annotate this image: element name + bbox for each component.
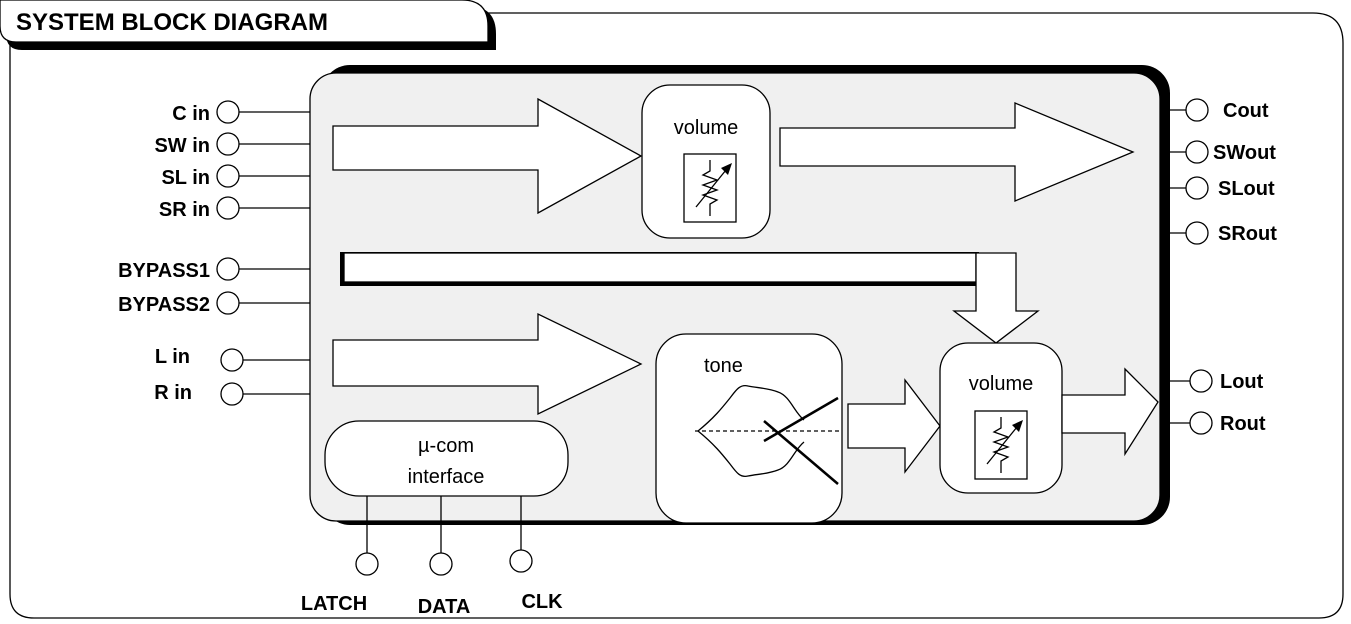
tone-block [655, 333, 843, 524]
label-swout: SWout [1213, 142, 1276, 164]
label-lout: Lout [1220, 371, 1264, 393]
outer-frame [9, 12, 1344, 619]
arrow-bypass-down [952, 252, 1040, 344]
label-data: DATA [418, 596, 471, 618]
pin-slout [1185, 176, 1209, 200]
pin-clk [509, 549, 533, 573]
volume-label-top: volume [674, 117, 738, 139]
label-l-in: L in [155, 346, 190, 368]
diagram-title: SYSTEM BLOCK DIAGRAM [16, 9, 328, 36]
pin-sl-in [216, 164, 240, 188]
tone-curve-icon [695, 384, 842, 485]
label-bypass1: BYPASS1 [118, 260, 210, 282]
label-latch: LATCH [301, 593, 367, 615]
potentiometer-icon [974, 410, 1028, 480]
arrow-surround-in [332, 97, 643, 215]
pin-srout [1185, 221, 1209, 245]
input-pins: C in SW in SL in SR in BYPASS1 BYPASS2 L… [118, 100, 310, 406]
arrow-surround-out [779, 102, 1135, 202]
label-clk: CLK [521, 591, 563, 613]
pin-cout [1185, 98, 1209, 122]
pin-bypass2 [216, 291, 240, 315]
pin-l-in [220, 348, 244, 372]
title-tab [0, 0, 489, 43]
control-pins: LATCH DATA CLK [301, 496, 563, 618]
pin-bypass1 [216, 257, 240, 281]
output-pins: Cout SWout SLout SRout Lout Rout [1160, 98, 1277, 435]
label-srout: SRout [1218, 223, 1277, 245]
label-rout: Rout [1220, 413, 1266, 435]
pin-sr-in [216, 196, 240, 220]
pin-data [429, 552, 453, 576]
label-cout: Cout [1223, 100, 1269, 122]
label-sr-in: SR in [159, 199, 210, 221]
pin-sw-in [216, 132, 240, 156]
label-sw-in: SW in [154, 135, 210, 157]
ucom-interface-block [324, 420, 569, 497]
pin-latch [355, 552, 379, 576]
ucom-label-line1: µ-com [418, 435, 474, 457]
arrow-tone-to-volume [847, 378, 941, 474]
pin-c-in [216, 100, 240, 124]
pin-swout [1185, 140, 1209, 164]
bypass-bar [343, 252, 977, 283]
label-bypass2: BYPASS2 [118, 294, 210, 316]
label-slout: SLout [1218, 178, 1275, 200]
pin-rout [1189, 411, 1213, 435]
label-c-in: C in [172, 103, 210, 125]
arrow-lr-in [332, 312, 643, 416]
arrow-lr-out [1061, 367, 1159, 457]
volume-label-bottom: volume [969, 373, 1033, 395]
tone-label: tone [704, 355, 743, 377]
pin-lout [1189, 369, 1213, 393]
pin-r-in [220, 382, 244, 406]
label-r-in: R in [154, 382, 192, 404]
potentiometer-icon [683, 153, 737, 223]
ucom-label-line2: interface [408, 466, 485, 488]
label-sl-in: SL in [161, 167, 210, 189]
